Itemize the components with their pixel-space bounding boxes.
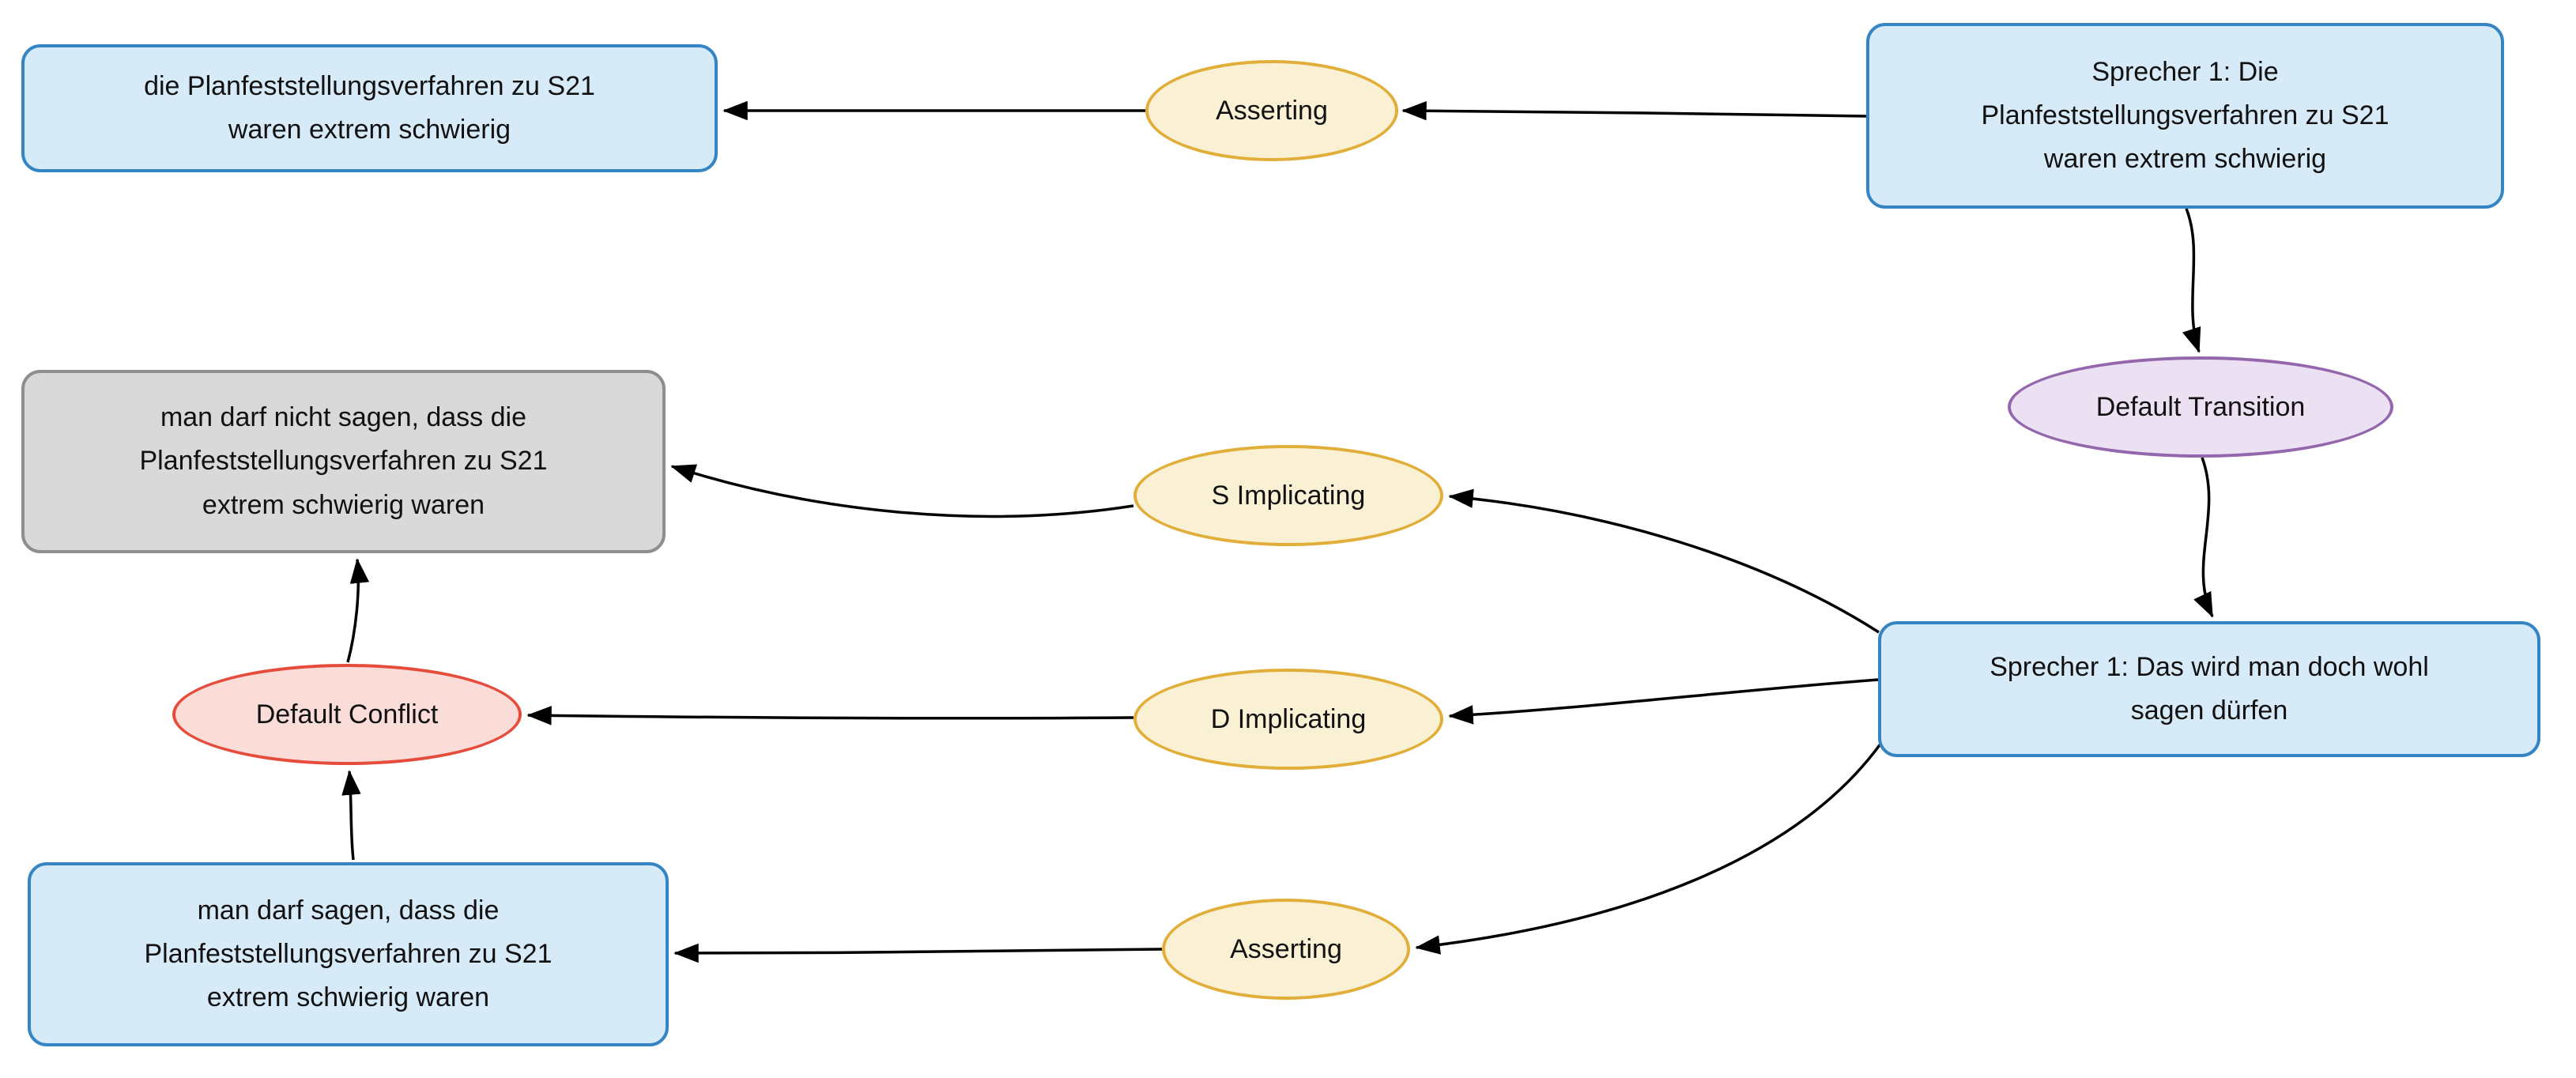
node-locution-sprecher1-planfeststellung[interactable]: Sprecher 1: Die Planfeststellungsverfahr…	[1866, 23, 2504, 209]
node-illocution-d-implicating[interactable]: D Implicating	[1133, 669, 1443, 770]
edge-asserting2-to-proposition2	[673, 943, 1163, 963]
node-label: Sprecher 1: Die Planfeststellungsverfahr…	[1981, 56, 2389, 175]
edge-locution2-to-d-implicating	[1448, 678, 1879, 725]
node-illocution-asserting-1[interactable]: Asserting	[1145, 60, 1398, 161]
node-proposition-s21-schwierig[interactable]: die Planfeststellungsverfahren zu S21 wa…	[21, 44, 718, 172]
node-default-conflict[interactable]: Default Conflict	[172, 664, 522, 765]
node-label: Default Conflict	[255, 699, 439, 729]
node-label: die Planfeststellungsverfahren zu S21 wa…	[144, 70, 595, 145]
edge-conflict1-to-implicature1	[346, 558, 370, 663]
node-illocution-asserting-2[interactable]: Asserting	[1162, 899, 1410, 1000]
node-locution-sprecher1-sagen-duerfen[interactable]: Sprecher 1: Das wird man doch wohl sagen…	[1878, 621, 2540, 757]
node-label: Asserting	[1216, 95, 1328, 126]
node-label: S Implicating	[1211, 480, 1366, 511]
node-label: Default Transition	[2095, 391, 2306, 422]
node-label: man darf sagen, dass die Planfeststellun…	[144, 895, 553, 1013]
node-proposition-darf-sagen[interactable]: man darf sagen, dass die Planfeststellun…	[28, 862, 669, 1046]
node-label: man darf nicht sagen, dass die Planfests…	[139, 402, 548, 520]
node-label: Asserting	[1230, 933, 1342, 964]
node-label: D Implicating	[1210, 703, 1367, 734]
edge-locution2-to-asserting2	[1415, 741, 1883, 955]
edge-locution1-to-asserting1	[1401, 100, 1867, 121]
edge-s-implicating-to-implicature1	[670, 464, 1134, 518]
edge-locution1-to-transition1	[2182, 208, 2201, 353]
edge-d-implicating-to-conflict1	[526, 706, 1134, 726]
edge-transition1-to-locution2	[2193, 457, 2214, 618]
edge-locution2-to-s-implicating	[1448, 488, 1880, 634]
node-implicit-proposition-nicht-sagen[interactable]: man darf nicht sagen, dass die Planfests…	[21, 370, 666, 553]
node-illocution-s-implicating[interactable]: S Implicating	[1133, 445, 1443, 546]
edge-proposition2-to-conflict1	[341, 770, 361, 861]
node-default-transition[interactable]: Default Transition	[2008, 356, 2393, 458]
node-label: Sprecher 1: Das wird man doch wohl sagen…	[1990, 651, 2429, 726]
